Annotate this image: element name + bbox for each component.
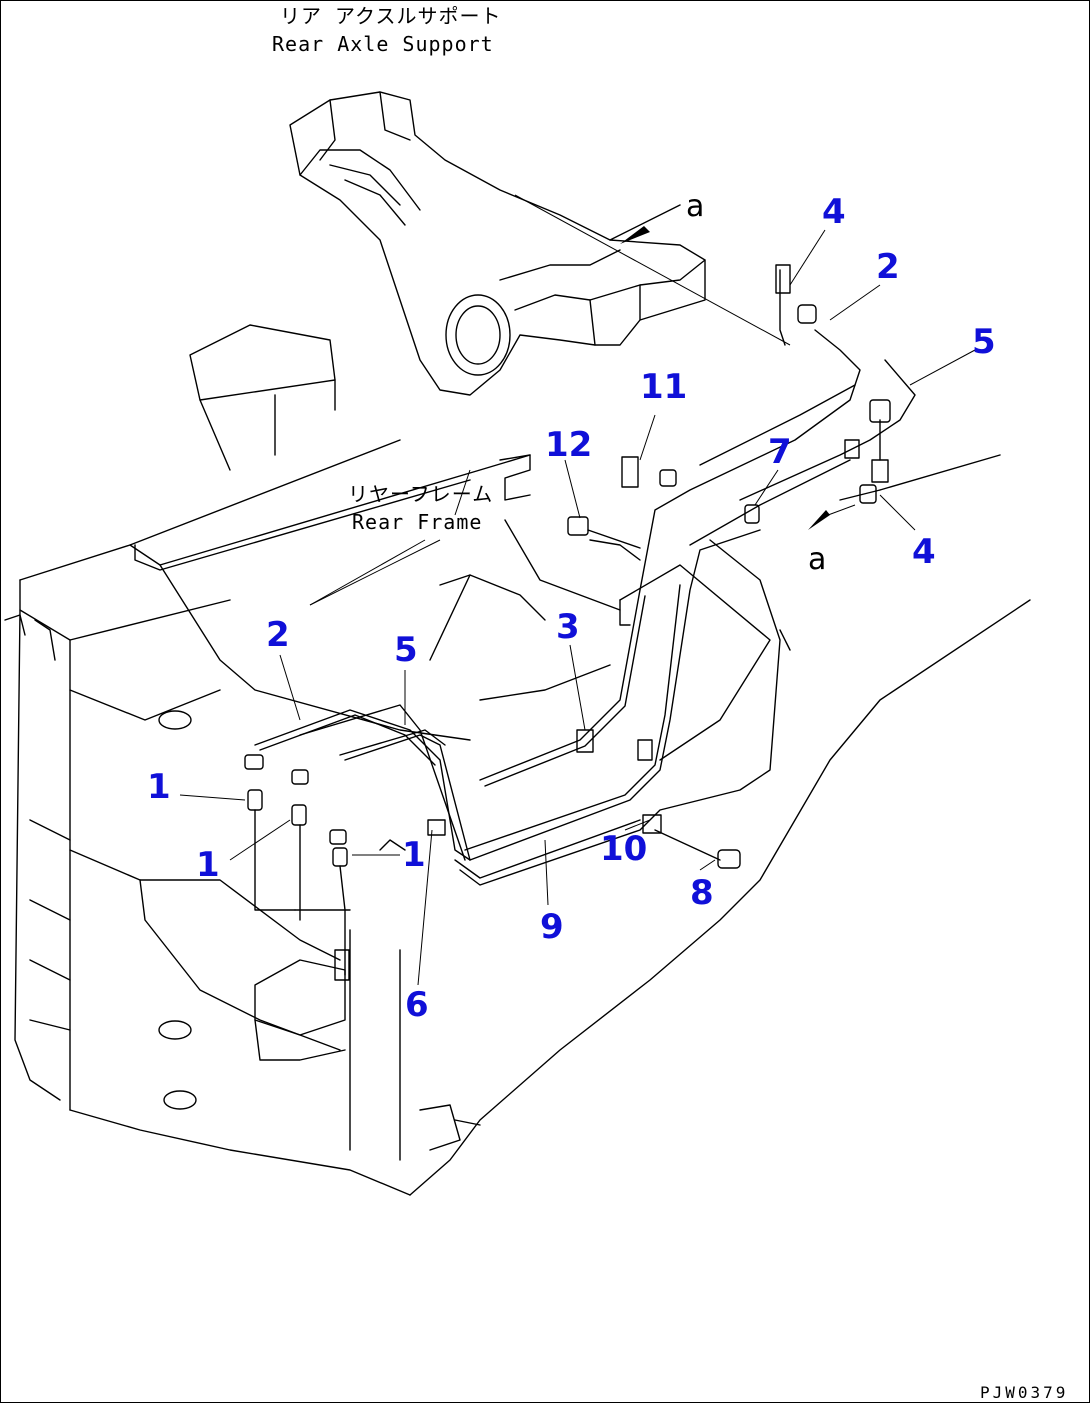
callout-2-left: 2 <box>266 615 290 655</box>
callout-2-top: 2 <box>876 247 900 287</box>
rear-axle-support-drawing <box>289 91 791 396</box>
callout-7: 7 <box>768 432 792 472</box>
fittings-drawing <box>244 264 891 981</box>
leader-lines <box>179 229 976 986</box>
callout-10: 10 <box>600 829 648 869</box>
callout-5-top: 5 <box>972 322 996 362</box>
callout-6: 6 <box>405 985 429 1025</box>
rear-frame-label-en: Rear Frame <box>352 510 483 534</box>
rear-axle-support-label-jp: リア アクスルサポート <box>280 4 502 28</box>
callout-5-left: 5 <box>394 630 418 670</box>
callout-1-lower: 1 <box>196 845 220 885</box>
callout-1-right: 1 <box>402 835 426 875</box>
callout-4-top: 4 <box>822 192 846 232</box>
callout-3: 3 <box>556 607 580 647</box>
callout-9: 9 <box>540 907 564 947</box>
drawing-number: PJW0379 <box>980 1383 1069 1402</box>
callout-8: 8 <box>690 873 714 913</box>
view-a-marker-top: a <box>686 189 705 224</box>
rear-frame-drawing <box>4 324 1031 1196</box>
brake-piping-drawing <box>254 269 916 886</box>
view-a-marker-right: a <box>808 542 827 577</box>
rear-axle-support-label-en: Rear Axle Support <box>272 32 494 56</box>
callout-4-right: 4 <box>912 532 936 572</box>
callout-12: 12 <box>545 425 593 465</box>
callout-1-left: 1 <box>147 767 171 807</box>
rear-frame-label-jp: リヤーフレーム <box>348 482 494 506</box>
callout-11: 11 <box>640 367 688 407</box>
